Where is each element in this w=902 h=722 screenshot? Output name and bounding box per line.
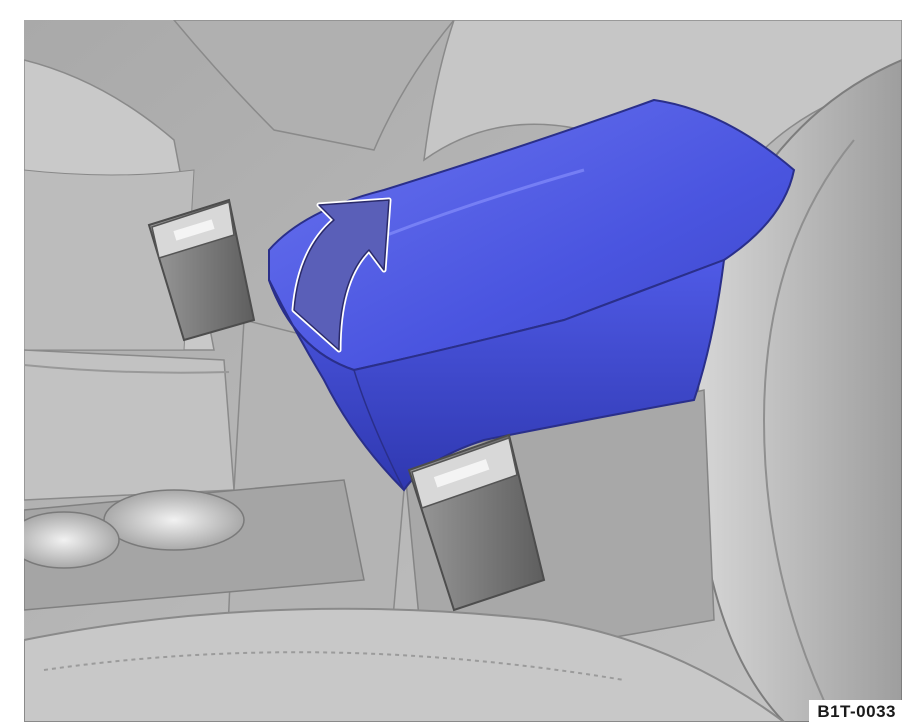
cup-holder-icon	[24, 512, 119, 568]
car-interior-illustration	[24, 20, 902, 722]
illustration-frame: B1T-0033	[24, 20, 902, 722]
cup-holder-icon	[104, 490, 244, 550]
figure-reference-code: B1T-0033	[809, 700, 902, 722]
